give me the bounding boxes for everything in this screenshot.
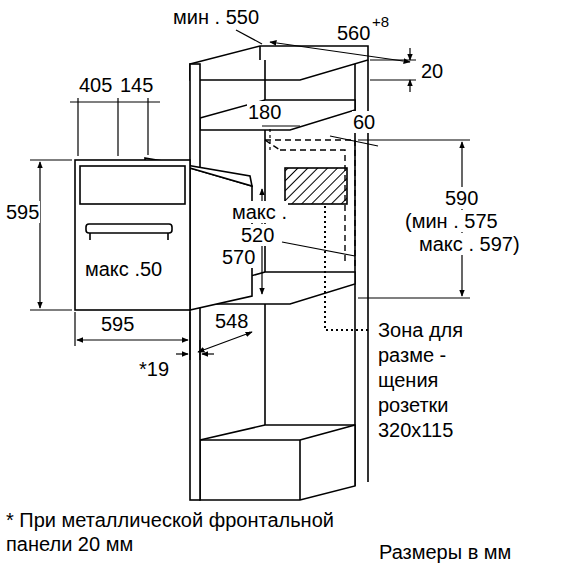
dimension-label: макс . [231,201,288,223]
socket-zone [285,168,347,204]
units-note: Размеры в мм [378,541,512,563]
tolerance-label: +8 [371,14,390,31]
dimension-label: (мин . 575 [404,210,499,232]
dimension-label: 145 [119,74,154,96]
footnote: * При металлической фронтальной панели 2… [5,508,377,556]
socket-leader [325,206,370,330]
dimension-label: макс .50 [84,258,163,280]
dimension-label: 560 [336,22,371,44]
dimension-label: 595 [100,313,135,335]
dimension-label: 60 [352,111,376,133]
dimension-label: 570 [221,246,256,268]
dimension-lines [30,30,470,360]
cabinet [190,46,368,500]
dimension-label: 180 [247,101,282,123]
dimension-label: 595 [5,201,40,223]
zone-label: Зона для разме - щения розетки 320x115 [377,318,507,443]
footnote-marker: *19 [138,358,170,380]
dimension-label: 20 [420,60,444,82]
dimension-label: 548 [214,310,249,332]
dimension-label: макс . 597) [418,233,521,255]
dimension-label: 405 [78,74,113,96]
dimension-label: мин . 550 [172,6,260,28]
oven [75,158,252,310]
dimension-label: 520 [240,224,275,246]
dimension-label: 590 [444,187,479,209]
